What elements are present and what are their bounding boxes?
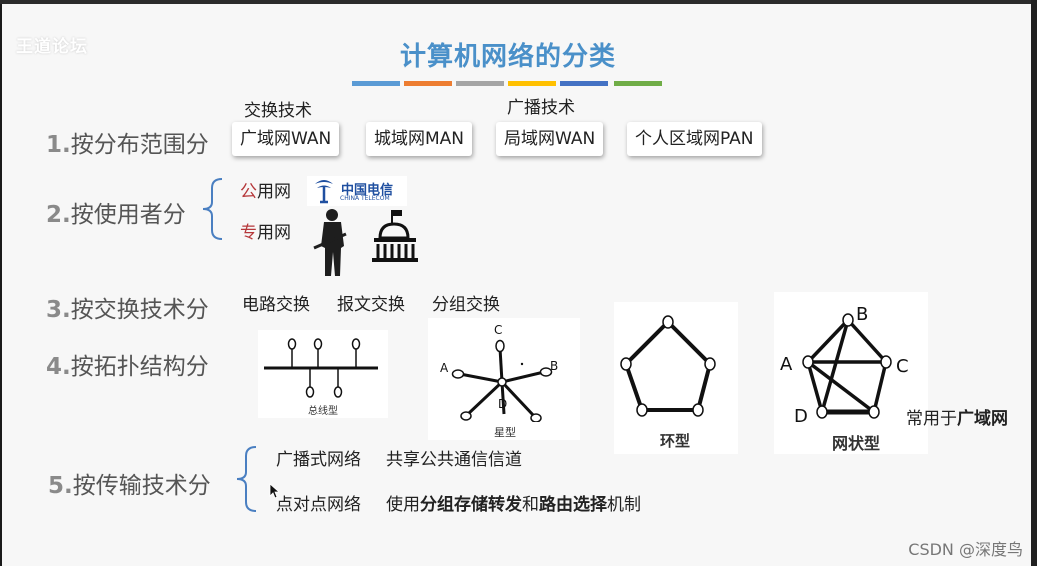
row5-text: 按传输技术分 <box>72 473 211 499</box>
row5-number: 5. <box>48 473 73 499</box>
mouse-cursor-icon <box>269 483 279 499</box>
row2-brace-icon <box>202 178 223 240</box>
title-stripe-green <box>614 81 662 86</box>
mesh-usage-note: 常用于广域网 <box>906 409 1008 429</box>
mesh-node-label: B <box>856 304 868 325</box>
broadcast-network-label: 广播式网络 <box>276 450 361 470</box>
tag-broadcast-tech: 广播技术 <box>507 98 575 118</box>
china-telecom-name: 中国电信 <box>341 183 394 198</box>
mesh-topology-diagram: B A C D 网状型 <box>774 292 928 454</box>
row5-label: 5.按传输技术分 <box>48 466 211 500</box>
government-building-icon <box>372 210 418 262</box>
p2p-network-desc: 使用分组存储转发和路由选择机制 <box>386 495 641 515</box>
ring-topology-diagram: 环型 <box>614 302 738 454</box>
title-stripe-blue <box>352 81 400 86</box>
row3-text: 按交换技术分 <box>70 297 209 323</box>
title-stripe-orange <box>404 81 452 86</box>
title-stripe-yellow <box>508 81 556 86</box>
ring-topology-graphic <box>620 315 716 417</box>
china-telecom-mark-icon <box>315 180 333 204</box>
watermark: 王道论坛 <box>16 37 88 57</box>
star-topology-graphic: C A B D <box>440 323 558 422</box>
row1-number: 1. <box>46 132 71 158</box>
row2-text: 按使用者分 <box>70 202 186 228</box>
row1-label: 1.按分布范围分 <box>46 125 209 159</box>
csdn-footer: CSDN @深度鸟 <box>908 540 1023 559</box>
bus-topology-diagram: 总线型 <box>258 330 388 418</box>
star-topology-diagram: C A B D 星型 <box>428 318 580 440</box>
row2-label: 2.按使用者分 <box>46 195 186 229</box>
mesh-node-label: A <box>780 354 793 375</box>
box-lan: 局域网WAN <box>496 122 604 156</box>
circuit-switching: 电路交换 <box>242 295 310 315</box>
title-stripe-darkblue <box>560 81 608 86</box>
star-node-label: C <box>494 323 502 337</box>
row3-label: 3.按交换技术分 <box>46 290 209 324</box>
window-top-border <box>0 0 1037 4</box>
star-node-label: B <box>550 359 558 373</box>
row1-text: 按分布范围分 <box>70 132 209 158</box>
star-node-label: D <box>498 397 507 411</box>
title-stripe-gray <box>456 81 504 86</box>
box-wan: 广域网WAN <box>232 122 340 156</box>
star-node-label: A <box>440 361 449 375</box>
box-pan: 个人区域网PAN <box>627 122 762 156</box>
slide-title: 计算机网络的分类 <box>400 42 617 72</box>
mesh-node-label: C <box>896 356 909 377</box>
packet-switching: 分组交换 <box>432 295 500 315</box>
tag-switch-tech: 交换技术 <box>244 101 312 121</box>
soldier-silhouette-icon <box>313 209 347 276</box>
ring-caption: 环型 <box>660 432 691 450</box>
p2p-network-label: 点对点网络 <box>276 495 361 515</box>
row5-brace-icon <box>236 446 257 512</box>
china-telecom-name-en: CHINA TELECOM <box>340 195 390 202</box>
bus-caption: 总线型 <box>308 406 338 417</box>
mesh-node-label: D <box>794 406 808 426</box>
mesh-caption: 网状型 <box>832 434 881 453</box>
row4-label: 4.按拓扑结构分 <box>46 347 209 381</box>
row4-number: 4. <box>46 354 71 380</box>
private-network-label: 专用网 <box>240 223 291 243</box>
row3-number: 3. <box>46 297 71 323</box>
mesh-topology-graphic: B A C D <box>780 304 909 426</box>
row2-number: 2. <box>46 202 71 228</box>
row4-text: 按拓扑结构分 <box>70 354 209 380</box>
box-man: 城域网MAN <box>366 122 473 156</box>
window-right-border <box>1031 0 1037 566</box>
bus-topology-graphic <box>264 338 378 398</box>
china-telecom-logo: 中国电信 CHINA TELECOM <box>307 176 407 206</box>
star-caption: 星型 <box>494 426 516 439</box>
public-network-label: 公用网 <box>240 182 291 202</box>
presentation-slide: 王道论坛 计算机网络的分类 交换技术 广播技术 1.按分布范围分 广域网WAN … <box>2 4 1031 566</box>
message-switching: 报文交换 <box>337 295 405 315</box>
broadcast-network-desc: 共享公共通信信道 <box>386 450 522 470</box>
